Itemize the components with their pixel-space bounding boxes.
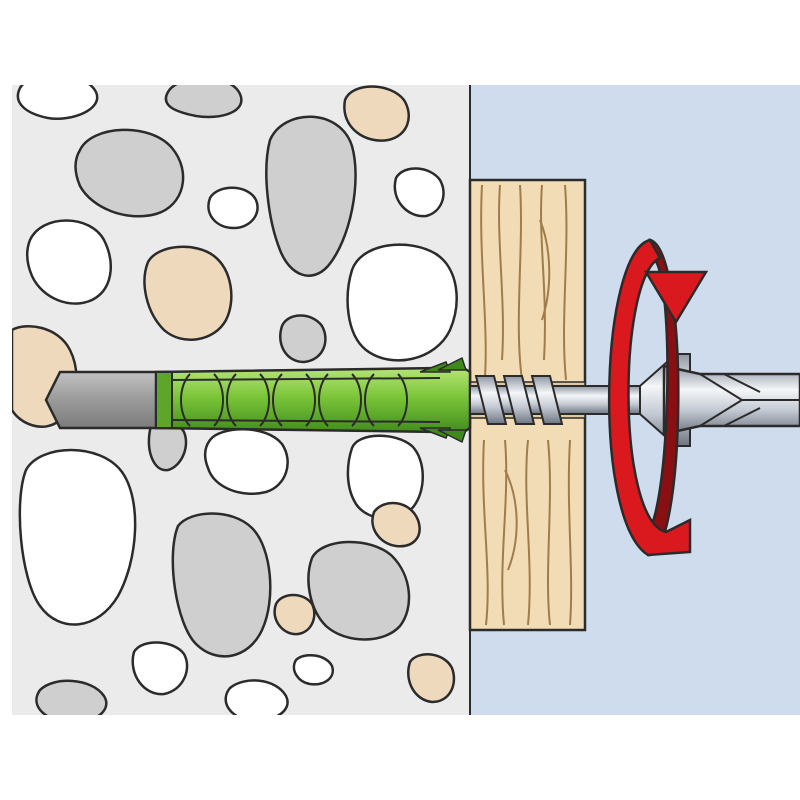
stone	[393, 167, 445, 218]
stone	[292, 653, 335, 686]
stone	[224, 679, 289, 715]
stone	[74, 128, 185, 218]
screwdriver-icon	[662, 364, 800, 436]
stone	[273, 593, 316, 636]
rotation-arrow-icon	[608, 238, 709, 557]
stone	[207, 186, 259, 230]
wall-plug-icon	[154, 356, 472, 444]
stone	[407, 653, 456, 704]
stone	[26, 219, 112, 305]
stone	[164, 85, 243, 119]
stone	[131, 641, 189, 696]
stone	[35, 679, 108, 715]
stone	[265, 115, 357, 277]
stone	[371, 501, 421, 548]
stone	[16, 85, 99, 121]
stone	[143, 245, 233, 341]
stone	[307, 540, 411, 641]
stone	[279, 314, 327, 364]
stone	[18, 448, 137, 626]
stone	[346, 434, 424, 520]
stone	[171, 512, 272, 658]
stone	[343, 85, 410, 142]
stone	[346, 243, 458, 362]
drill-hole	[44, 370, 174, 430]
